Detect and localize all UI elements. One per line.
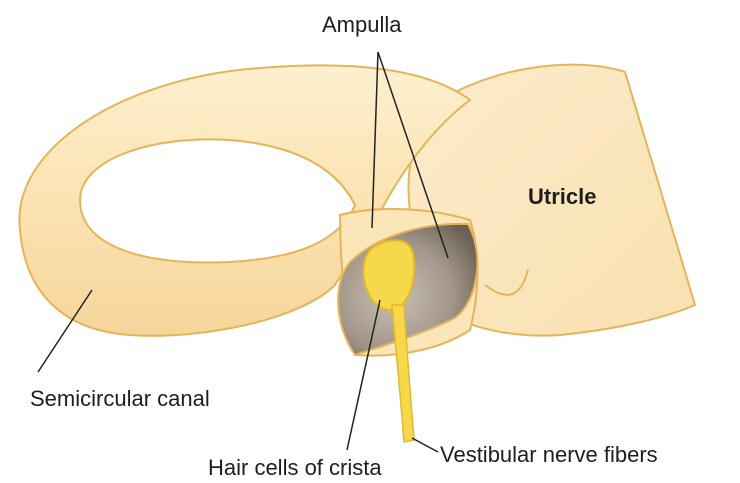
crista-shape: [363, 240, 414, 310]
nerve-leader: [412, 438, 438, 452]
hair-cells-label: Hair cells of crista: [208, 457, 382, 479]
nerve-fibers-label: Vestibular nerve fibers: [440, 444, 658, 466]
semicircular-canal-label: Semicircular canal: [30, 388, 210, 410]
ampulla-label: Ampulla: [322, 14, 401, 36]
utricle-label: Utricle: [528, 186, 596, 208]
